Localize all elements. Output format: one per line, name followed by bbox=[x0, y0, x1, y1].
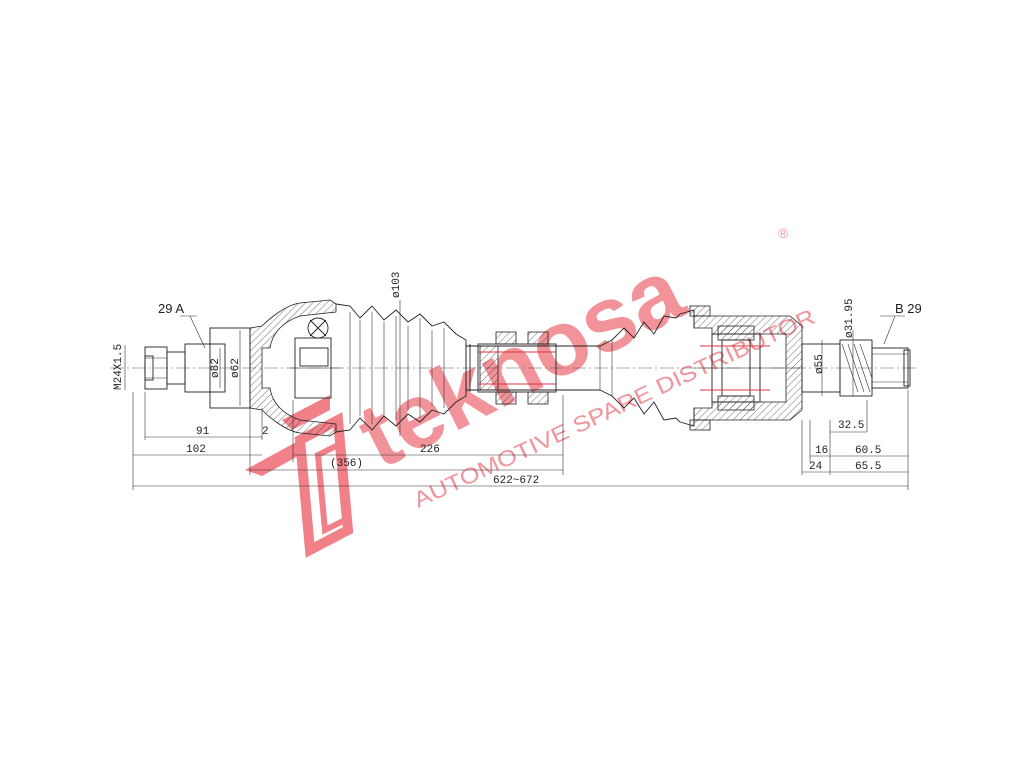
dim-60-5-label: 60.5 bbox=[855, 445, 881, 457]
dimension-356: (356) bbox=[250, 458, 563, 471]
dim-32-5-label: 32.5 bbox=[838, 420, 864, 432]
dimension-32-5: 32.5 bbox=[830, 420, 867, 433]
callout-right: B 29 bbox=[880, 301, 922, 345]
shaft-damper bbox=[477, 331, 557, 405]
outer-boot bbox=[335, 303, 467, 433]
dimension-226: 226 bbox=[293, 444, 563, 456]
dim-24-label: 24 bbox=[809, 461, 823, 473]
left-threaded-stub bbox=[144, 327, 251, 409]
dim-91-label: 91 bbox=[196, 426, 210, 438]
diameter-62-label: ø62 bbox=[230, 358, 242, 378]
inner-tripod-joint bbox=[693, 315, 803, 421]
callout-left-label: 29 A bbox=[158, 301, 184, 316]
dim-226-label: 226 bbox=[420, 444, 440, 456]
thread-size-label: M24X1.5 bbox=[113, 344, 125, 390]
extension-lines bbox=[132, 390, 909, 490]
right-splined-stub bbox=[801, 339, 911, 397]
dim-65-5-label: 65.5 bbox=[855, 461, 881, 473]
outer-cv-joint bbox=[249, 299, 340, 437]
dimension-24-65-5: 24 65.5 bbox=[802, 461, 908, 473]
dim-102-label: 102 bbox=[186, 444, 206, 456]
dimension-16-60-5: 16 60.5 bbox=[810, 445, 908, 457]
diameter-82-label: ø82 bbox=[210, 358, 222, 378]
diameter-labels: M24X1.5 ø82 ø62 ø103 ø31.95 ø55 bbox=[113, 272, 856, 436]
diameter-103-label: ø103 bbox=[391, 272, 403, 298]
diameter-31-95-label: ø31.95 bbox=[844, 298, 856, 338]
dim-total-label: 622~672 bbox=[493, 475, 539, 487]
dim-2-label: 2 bbox=[262, 426, 269, 438]
teknosa-logo-icon bbox=[245, 395, 354, 558]
callout-right-label: B 29 bbox=[895, 301, 922, 316]
inner-boot bbox=[599, 305, 711, 431]
dimension-102: 102 bbox=[133, 444, 262, 456]
dim-356-label: (356) bbox=[330, 458, 363, 470]
dim-16-label: 16 bbox=[815, 445, 828, 457]
watermark-registered: ® bbox=[778, 225, 789, 241]
callout-left: 29 A bbox=[158, 301, 206, 349]
dimension-total: 622~672 bbox=[133, 475, 908, 487]
diameter-55-label: ø55 bbox=[814, 354, 826, 374]
dimension-91: 91 2 bbox=[145, 426, 269, 438]
